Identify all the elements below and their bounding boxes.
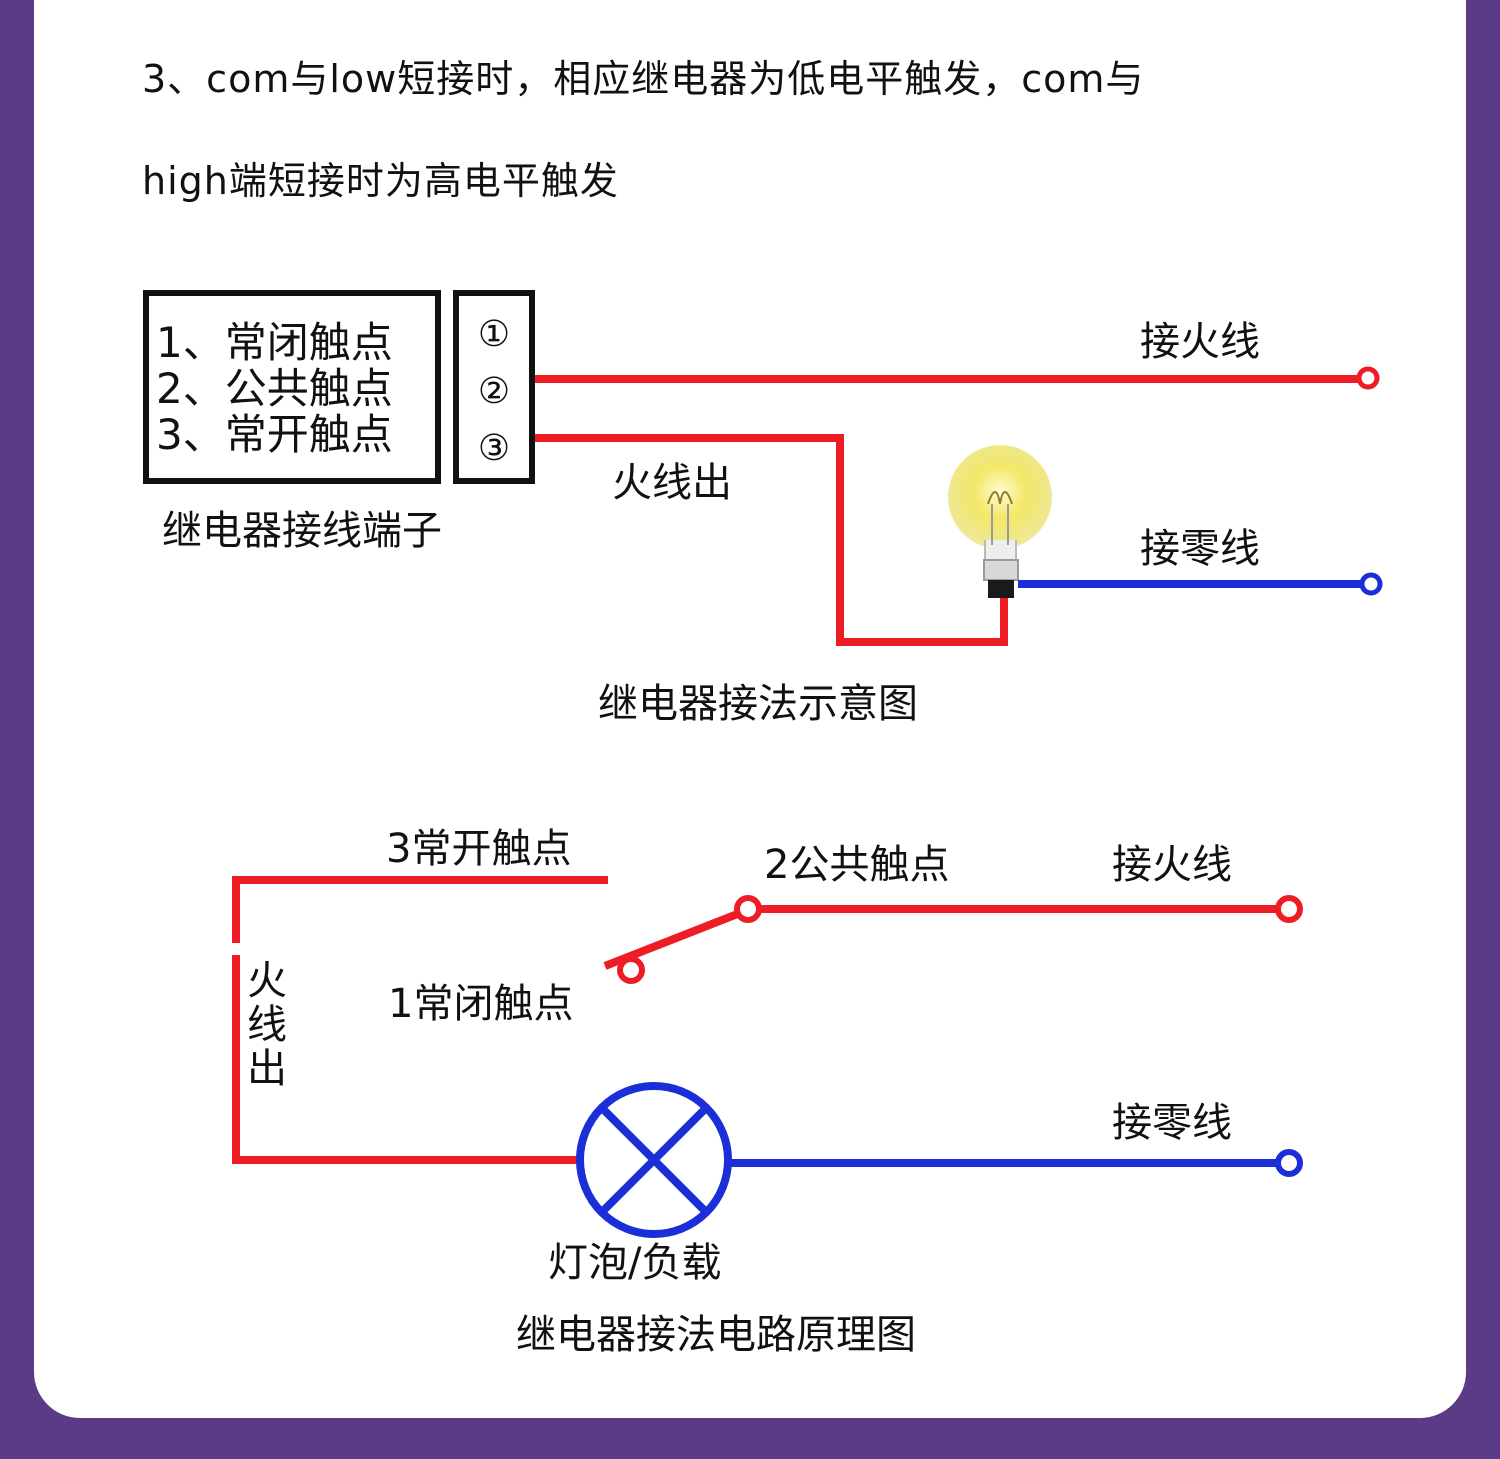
terminal-item-3: 3、常开触点 [156, 410, 393, 459]
live-out-vertical-wire [232, 955, 580, 1164]
terminal-description-box [143, 290, 441, 484]
live-in-terminal [1356, 366, 1380, 390]
terminal-number-3: ③ [478, 428, 510, 469]
live-in-terminal [1275, 895, 1303, 923]
live-out-char-3: 出 [247, 1046, 287, 1092]
content-card [34, 0, 1466, 1418]
circuit-diagram-caption: 继电器接法电路原理图 [516, 1312, 916, 1358]
terminal-item-1: 1、常闭触点 [156, 318, 393, 367]
terminal-item-2: 2、公共触点 [156, 364, 393, 413]
no-contact-label: 3常开触点 [386, 826, 571, 872]
terminal-number-1: ① [478, 314, 510, 355]
common-contact-terminal [734, 895, 762, 923]
live-in-label: 接火线 [1112, 842, 1232, 888]
nc-contact-terminal [617, 956, 645, 984]
intro-line-1: 3、com与low短接时，相应继电器为低电平触发，com与 [142, 57, 1145, 101]
live-out-char-1: 火 [247, 958, 287, 1004]
lamp-symbol-icon [576, 1082, 732, 1238]
load-label: 灯泡/负载 [548, 1240, 721, 1286]
nc-contact-label: 1常闭触点 [388, 981, 573, 1027]
live-out-char-2: 线 [247, 1002, 287, 1048]
live-out-wire [535, 434, 1008, 646]
wiring-diagram: 1、常闭触点 2、公共触点 3、常开触点 ① ② ③ 继电器接线端子 接火线 火… [143, 290, 1383, 727]
neutral-terminal [1359, 572, 1383, 596]
live-in-label: 接火线 [1140, 319, 1260, 365]
neutral-terminal [1275, 1149, 1303, 1177]
no-contact-wire [232, 876, 608, 943]
terminal-number-2: ② [478, 371, 510, 412]
live-out-label: 火线出 [612, 460, 732, 506]
light-bulb-icon [948, 445, 1052, 598]
neutral-label: 接零线 [1140, 526, 1260, 572]
wiring-diagram-caption: 继电器接法示意图 [598, 681, 918, 727]
common-contact-label: 2公共触点 [764, 842, 949, 888]
neutral-label: 接零线 [1112, 1100, 1232, 1146]
terminal-number-box [453, 290, 535, 484]
circuit-diagram: 3常开触点 2公共触点 接火线 1常闭触点 火 线 出 接零线 灯泡/负载 继电… [232, 826, 1303, 1358]
intro-line-2: high端短接时为高电平触发 [142, 159, 619, 203]
terminal-block-label: 继电器接线端子 [162, 508, 442, 554]
